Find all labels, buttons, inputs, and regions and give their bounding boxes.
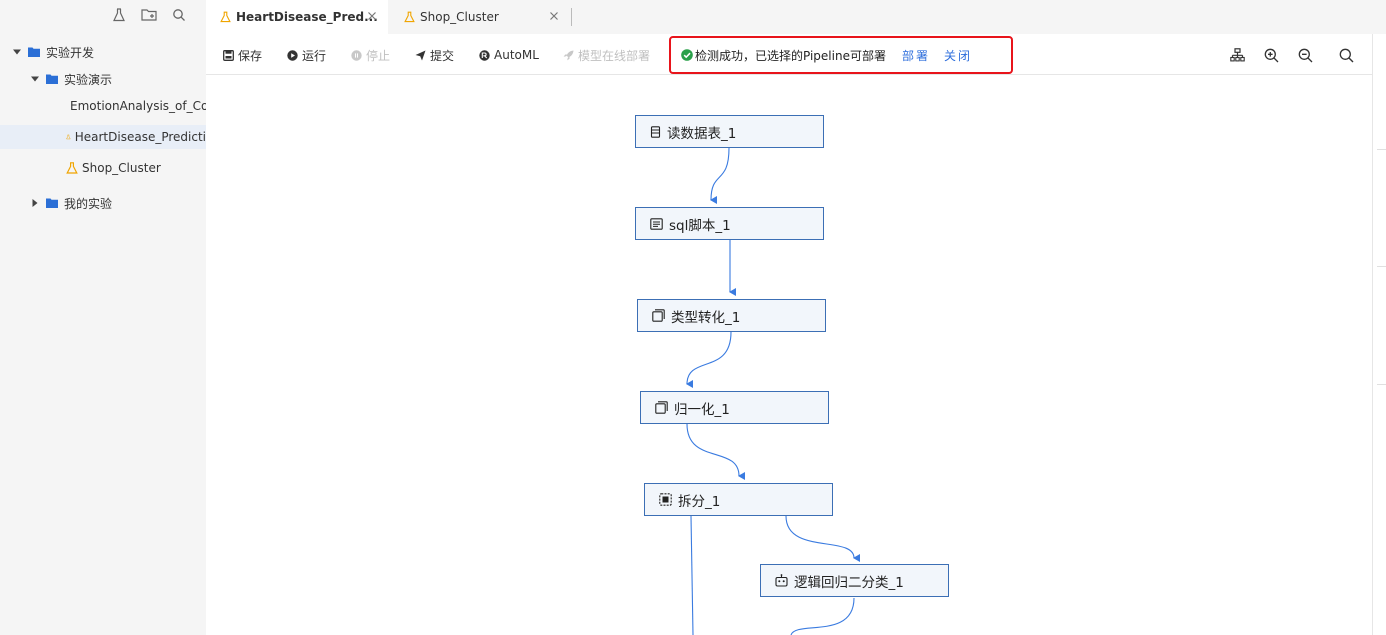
- node-label: 拆分_1: [678, 493, 721, 510]
- automl-button[interactable]: AutoML: [479, 46, 539, 64]
- right-panel-edge[interactable]: [1372, 34, 1386, 635]
- edge-read-sql: [710, 147, 730, 205]
- node-sql-script[interactable]: sql脚本_1: [635, 207, 824, 240]
- node-label: 读数据表_1: [667, 125, 737, 142]
- flask-icon[interactable]: [110, 6, 128, 24]
- deploy-online-label: 模型在线部署: [578, 48, 651, 63]
- caret-right-icon[interactable]: [30, 198, 40, 208]
- node-logistic-regression[interactable]: 逻辑回归二分类_1: [760, 564, 949, 597]
- node-type-cast[interactable]: 类型转化_1: [637, 299, 826, 332]
- flask-icon: [66, 134, 71, 140]
- tree-label: 实验开发: [46, 45, 95, 60]
- flask-icon: [220, 11, 231, 23]
- tree-label: 我的实验: [64, 196, 113, 211]
- edge-cast-norm: [686, 331, 732, 389]
- submit-label: 提交: [430, 48, 455, 63]
- node-label: 逻辑回归二分类_1: [794, 574, 904, 591]
- folder-icon: [46, 198, 58, 208]
- node-label: 类型转化_1: [671, 309, 741, 326]
- edge-norm-split: [686, 423, 746, 480]
- notice-message: 检测成功，已选择的Pipeline可部署: [695, 48, 886, 63]
- stop-label: 停止: [366, 48, 391, 63]
- tab-shop-cluster[interactable]: Shop_Cluster: [390, 0, 570, 34]
- panel-divider: [1377, 266, 1386, 267]
- tree-folder-my-experiments[interactable]: 我的实验: [0, 191, 206, 215]
- check-circle-icon: [681, 49, 693, 61]
- node-label: 归一化_1: [674, 401, 730, 418]
- caret-down-icon[interactable]: [12, 47, 22, 57]
- save-icon: [223, 49, 234, 61]
- deploy-check-notice: 检测成功，已选择的Pipeline可部署 部署 关闭: [669, 36, 1013, 74]
- submit-button[interactable]: 提交: [415, 46, 454, 64]
- flask-icon: [404, 11, 415, 23]
- node-split[interactable]: 拆分_1: [644, 483, 833, 516]
- search-icon[interactable]: [170, 6, 188, 24]
- close-link[interactable]: 关闭: [943, 48, 972, 63]
- pipeline-edges: [686, 147, 861, 635]
- tree-label: EmotionAnalysis_of_Co: [70, 99, 206, 113]
- save-button[interactable]: 保存: [223, 46, 262, 64]
- close-icon[interactable]: [548, 10, 560, 22]
- node-read-table[interactable]: 读数据表_1: [635, 115, 824, 148]
- edge-lr-down: [790, 597, 855, 635]
- folder-icon: [28, 47, 40, 57]
- robot-icon: [775, 574, 788, 587]
- close-icon[interactable]: [366, 10, 378, 22]
- tree-item-heart-disease[interactable]: HeartDisease_Predicti: [0, 125, 206, 149]
- tab-label: Shop_Cluster: [420, 10, 499, 24]
- zoom-out-icon[interactable]: [1295, 45, 1315, 65]
- script-icon: [650, 217, 663, 230]
- tree-item-emotion-analysis[interactable]: EmotionAnalysis_of_Co: [0, 94, 206, 118]
- sidebar-toolbar: [110, 6, 188, 24]
- folder-icon: [46, 74, 58, 84]
- tree-label: 实验演示: [64, 72, 113, 87]
- send-icon: [415, 50, 426, 60]
- run-button[interactable]: 运行: [287, 46, 326, 64]
- zoom-in-icon[interactable]: [1261, 45, 1281, 65]
- tab-label: HeartDisease_Pred...: [236, 10, 378, 24]
- table-icon: [650, 125, 661, 138]
- flask-icon: [66, 162, 78, 174]
- chip-icon: [659, 493, 672, 506]
- copy-icon: [655, 401, 668, 414]
- automl-label: AutoML: [494, 48, 539, 62]
- add-folder-icon[interactable]: [140, 6, 158, 24]
- stop-icon: [351, 49, 362, 61]
- edge-split-down: [690, 515, 694, 635]
- rocket-icon: [563, 50, 574, 60]
- tree-label: Shop_Cluster: [82, 161, 161, 175]
- panel-divider: [1377, 149, 1386, 150]
- tree-item-shop-cluster[interactable]: Shop_Cluster: [0, 156, 206, 180]
- deploy-link[interactable]: 部署: [901, 48, 930, 63]
- node-label: sql脚本_1: [669, 217, 731, 234]
- pipeline-canvas[interactable]: 读数据表_1 sql脚本_1 类型转化_1 归一化_1 拆分_1 逻辑回归二分类…: [206, 75, 1372, 635]
- run-label: 运行: [302, 48, 327, 63]
- sidebar: 实验开发 实验演示 EmotionAnalysis_of_Co HeartDis…: [0, 0, 206, 635]
- stop-button[interactable]: 停止: [351, 46, 390, 64]
- layout-icon[interactable]: [1227, 45, 1247, 65]
- tab-divider: [571, 8, 572, 26]
- tab-bar: HeartDisease_Pred... Shop_Cluster: [206, 0, 1386, 34]
- deploy-online-button[interactable]: 模型在线部署: [563, 46, 650, 64]
- tree-folder-experiment-dev[interactable]: 实验开发: [0, 40, 206, 64]
- tree-label: HeartDisease_Predicti: [74, 130, 206, 144]
- tab-heart-disease[interactable]: HeartDisease_Pred...: [206, 0, 388, 34]
- search-icon[interactable]: [1336, 45, 1356, 65]
- panel-divider: [1377, 384, 1386, 385]
- save-label: 保存: [238, 48, 263, 63]
- node-normalize[interactable]: 归一化_1: [640, 391, 829, 424]
- play-icon: [287, 49, 298, 61]
- automl-icon: [479, 49, 490, 61]
- tree-folder-experiment-demo[interactable]: 实验演示: [0, 67, 206, 91]
- edge-split-lr: [785, 515, 861, 562]
- copy-icon: [652, 309, 665, 322]
- caret-down-icon[interactable]: [30, 74, 40, 84]
- toolbar: 保存 运行 停止 提交 AutoML 模型在线部署 检测成功，已选择的Pipel…: [206, 34, 1376, 75]
